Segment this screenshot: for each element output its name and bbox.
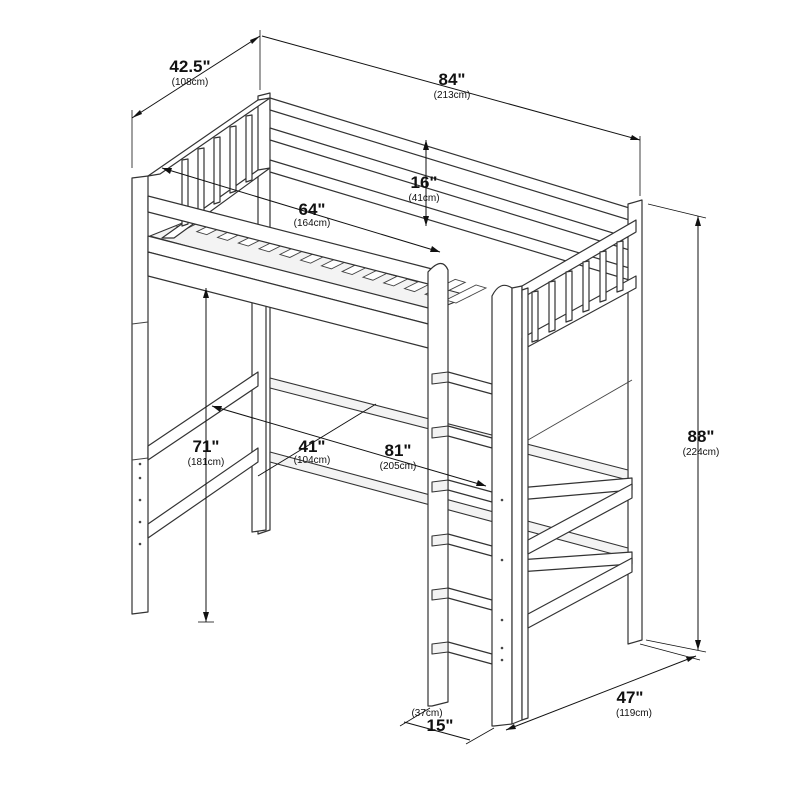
ladder-rung-end [431, 425, 449, 439]
footboard-spindle [565, 270, 573, 323]
inner-length-inches: 81" [385, 441, 412, 460]
ladder-width-cm: (37cm) [411, 708, 442, 719]
ladder [427, 262, 523, 727]
clearance-height-cm: (181cm) [188, 457, 225, 468]
right-lower-braces [527, 379, 633, 629]
width-depth-cm: (108cm) [172, 77, 209, 88]
rear-left-leg [251, 297, 267, 533]
ladder-rung-end [431, 533, 449, 547]
length-cm: (213cm) [434, 90, 471, 101]
label-ladder-width: (37cm) 15" [411, 708, 453, 735]
headboard-spindle [245, 114, 253, 183]
ladder-rung [447, 479, 493, 503]
headboard-spindle [197, 147, 205, 216]
inner-width-inches: 41" [299, 437, 326, 456]
label-clearance-height: 71" (181cm) [188, 437, 225, 468]
footboard-spindle [599, 250, 607, 303]
label-rail-height: 16" (41cm) [408, 173, 439, 204]
footboard-spindle [548, 280, 556, 333]
ladder-rung-end [431, 641, 449, 655]
ladder-rung-end [431, 479, 449, 493]
label-ladder-depth: 47" (119cm) [616, 688, 652, 719]
label-width-depth: 42.5" (108cm) [169, 57, 210, 88]
label-total-height: 88" (224cm) [683, 427, 720, 458]
ladder-width-inches: 15" [427, 716, 454, 735]
mattress-length-inches: 64" [299, 200, 326, 219]
mattress-length-cm: (164cm) [294, 218, 331, 229]
clearance-height-inches: 71" [193, 437, 220, 456]
label-length: 84" (213cm) [434, 70, 471, 101]
front-guard-rails [147, 195, 437, 351]
ladder-depth-cm: (119cm) [616, 708, 652, 719]
bed-frame-back [257, 92, 643, 645]
ladder-rung-end [431, 587, 449, 601]
footboard-spindle [531, 290, 539, 343]
footboard-spindle [616, 240, 624, 293]
width-depth-inches: 42.5" [169, 57, 210, 76]
length-inches: 84" [439, 70, 466, 89]
ladder-rung-end [431, 371, 449, 385]
rail-height-cm: (41cm) [408, 193, 439, 204]
ladder-rung [447, 371, 493, 395]
inner-length-cm: (205cm) [380, 461, 417, 472]
left-lower-braces [147, 371, 259, 539]
dimension-lines [131, 30, 707, 745]
total-height-inches: 88" [688, 427, 715, 446]
footboard [521, 219, 637, 721]
headboard-spindle [229, 125, 237, 194]
label-inner-length: 81" (205cm) [380, 441, 417, 472]
mattress-slat [444, 284, 488, 304]
ladder-depth-inches: 47" [617, 688, 644, 707]
headboard-spindle [213, 136, 221, 205]
label-inner-width: 41" (104cm) [294, 437, 331, 466]
front-left-post [131, 175, 149, 615]
rail-height-inches: 16" [411, 173, 438, 192]
ladder-rung [447, 641, 493, 665]
ladder-rung [447, 587, 493, 611]
label-mattress-length: 64" (164cm) [294, 200, 331, 229]
total-height-cm: (224cm) [683, 447, 720, 458]
inner-width-cm: (104cm) [294, 455, 331, 466]
footboard-spindle [582, 260, 590, 313]
ladder-rung [447, 533, 493, 557]
